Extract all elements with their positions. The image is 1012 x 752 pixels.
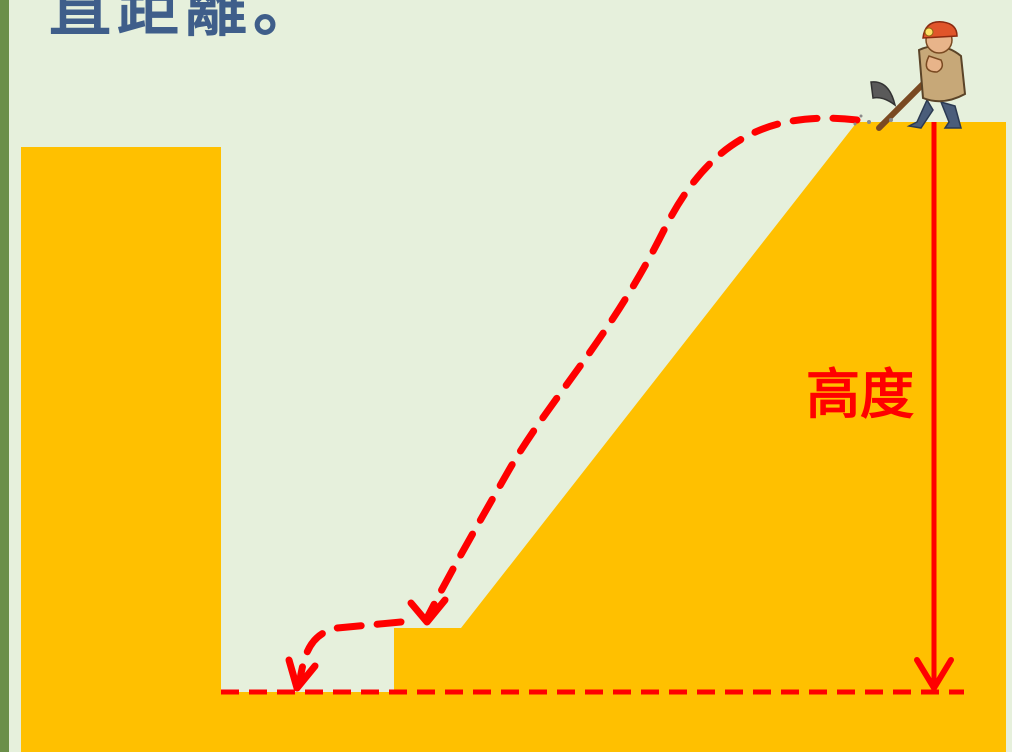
trajectory-arrowhead-lower [285,656,319,692]
right-cliff-slope [394,122,1006,752]
left-cliff [21,147,221,752]
diagram-slide: 直距離。 高度 [9,0,1012,752]
trajectory-arrowhead-upper [407,596,449,626]
miner-icon [853,21,967,131]
cliff-diagram [21,21,1006,752]
slide-title: 直距離。 [49,0,322,45]
height-arrowhead [914,657,954,691]
bounce-trajectory [295,618,405,689]
height-label: 高度 [806,363,914,426]
falling-trajectory [423,114,861,622]
